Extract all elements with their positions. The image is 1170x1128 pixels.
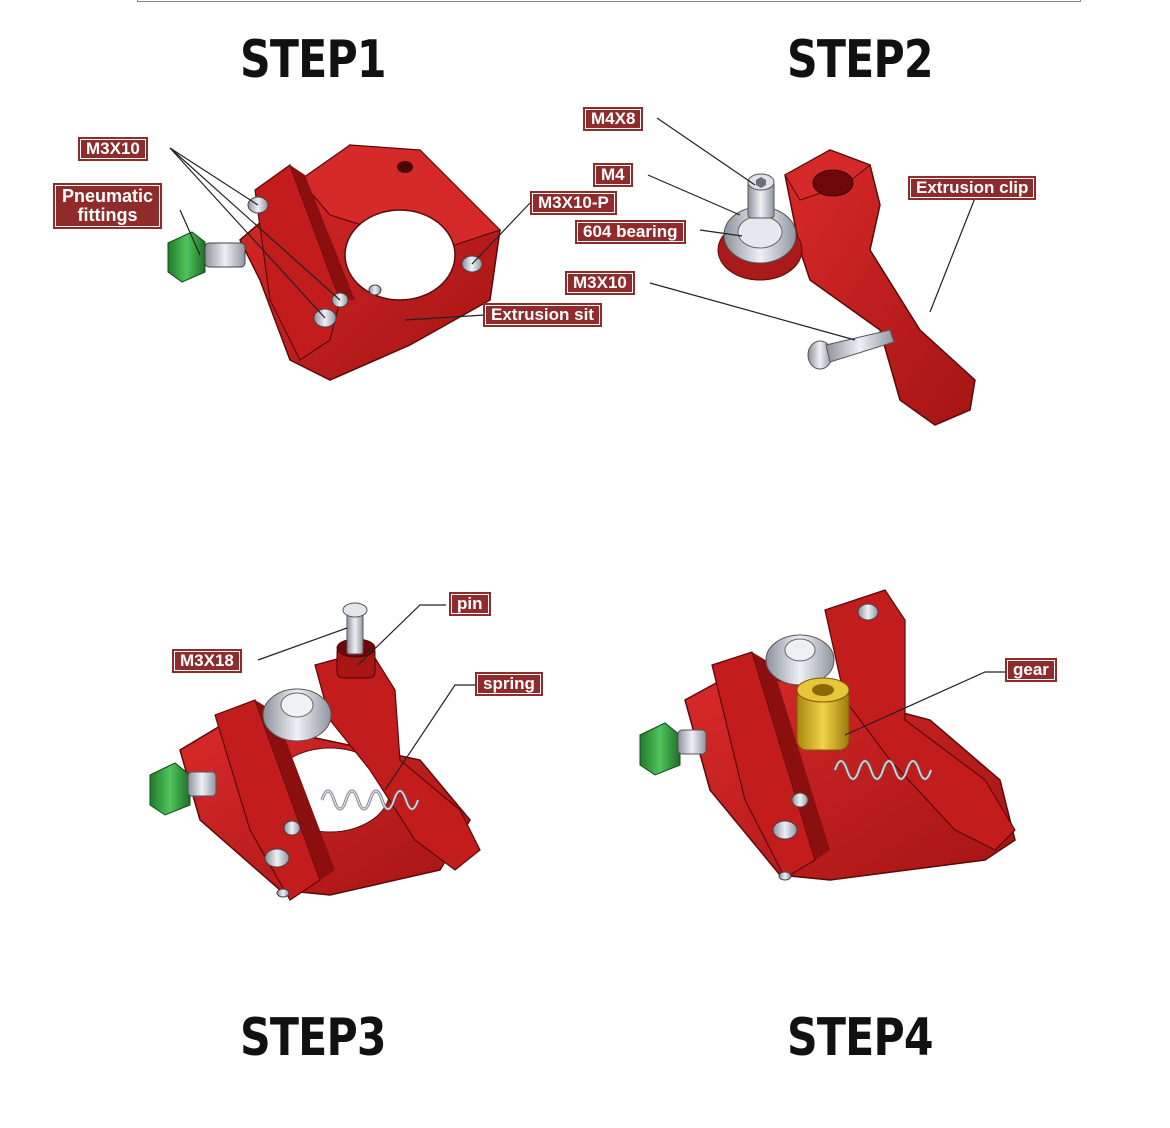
step3-assembly xyxy=(149,602,481,901)
label-s2-m4: M4 xyxy=(593,163,633,187)
label-s2-extrusion-clip: Extrusion clip xyxy=(908,176,1037,200)
label-s4-gear: gear xyxy=(1005,658,1057,682)
step2-lever-arm xyxy=(717,149,976,426)
step4-leader-lines xyxy=(844,671,1005,736)
step2-leader-lines xyxy=(647,117,976,341)
step1-extruder-base xyxy=(167,144,502,381)
step3-title: STEP3 xyxy=(240,1008,387,1068)
label-s1-pneumatic-fittings: Pneumatic fittings xyxy=(53,183,163,229)
label-s2-604-bearing: 604 bearing xyxy=(575,220,686,244)
step1-leader-lines xyxy=(169,147,531,321)
step4-assembly xyxy=(639,589,1016,881)
step2-title: STEP2 xyxy=(787,30,934,90)
step4-title: STEP4 xyxy=(787,1008,934,1068)
label-s3-spring: spring xyxy=(475,672,543,696)
label-s3-m3x18: M3X18 xyxy=(172,649,242,673)
step3-leader-lines xyxy=(257,604,475,791)
label-s3-pin: pin xyxy=(449,592,491,616)
label-s1-m3x10: M3X10 xyxy=(78,137,148,161)
label-s1-extrusion-sit: Extrusion sit xyxy=(483,303,602,327)
step1-title: STEP1 xyxy=(240,30,387,90)
label-s1-m3x10-p: M3X10-P xyxy=(530,191,617,215)
top-frame-border xyxy=(137,0,1081,2)
label-s2-m4x8: M4X8 xyxy=(583,107,644,131)
label-s2-m3x10: M3X10 xyxy=(565,271,635,295)
